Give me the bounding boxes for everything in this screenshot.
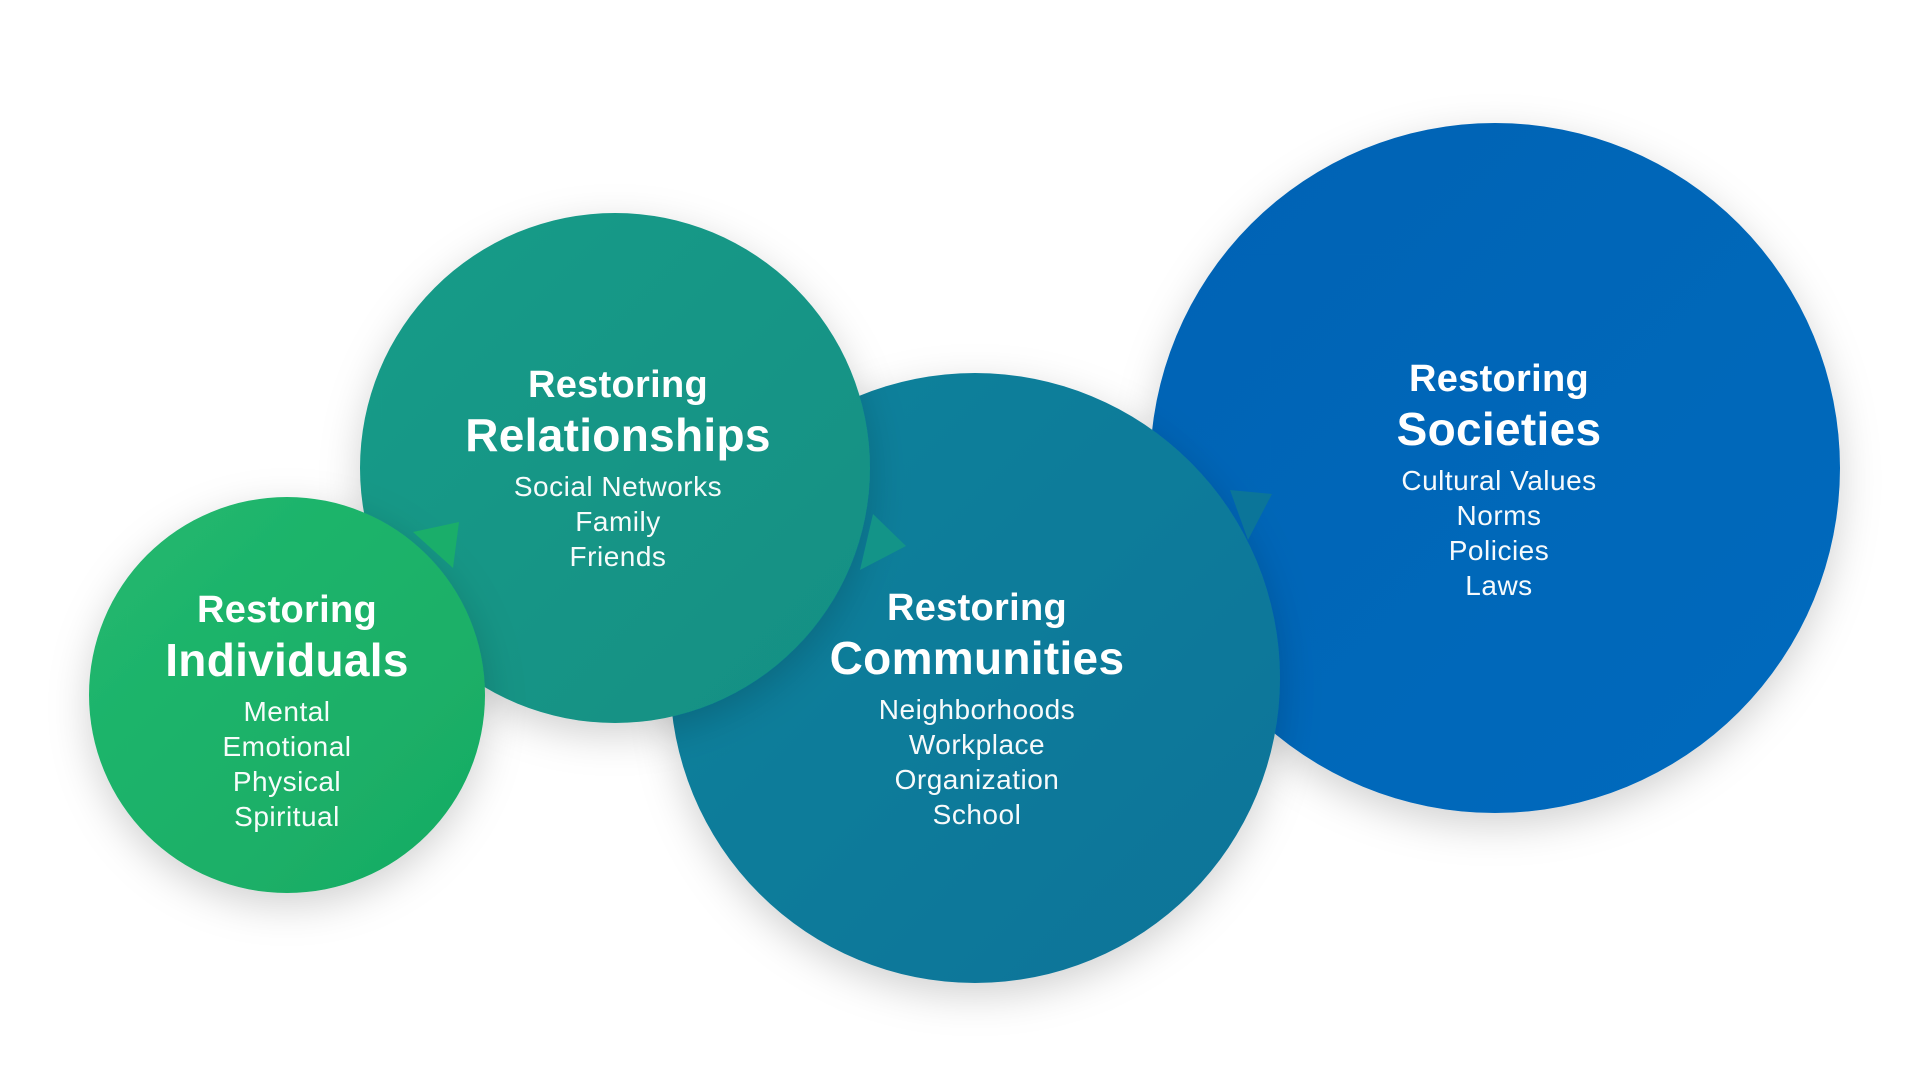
stage-label-societies: Restoring Societies Cultural Values Norm…: [1397, 357, 1602, 603]
stage-prefix: Restoring: [196, 589, 378, 631]
stage-item: School: [932, 799, 1022, 830]
stage-item: Social Networks: [513, 471, 723, 502]
circle-relationships: [360, 213, 870, 723]
stage-prefix: Restoring: [886, 587, 1068, 629]
stage-item: Cultural Values: [1401, 465, 1597, 496]
stage-item: Neighborhoods: [878, 694, 1076, 725]
stage-item-list: Social Networks Family Friends: [465, 469, 771, 574]
stage-label-individuals: Restoring Individuals Mental Emotional P…: [165, 588, 409, 834]
arrow-individuals-to-relationships: [413, 522, 459, 568]
stage-item-list: Neighborhoods Workplace Organization Sch…: [830, 692, 1125, 832]
stage-item: Physical: [232, 766, 342, 797]
stage-title: Individuals: [165, 634, 409, 686]
stage-prefix: Restoring: [1408, 358, 1590, 400]
stage-item: Spiritual: [234, 801, 340, 832]
stage-item: Laws: [1465, 570, 1533, 601]
stage-item: Norms: [1456, 500, 1542, 531]
circle-societies: [1150, 123, 1840, 813]
stage-item-list: Cultural Values Norms Policies Laws: [1397, 463, 1602, 603]
stage-item: Emotional: [222, 731, 352, 762]
arrow-relationships-to-communities: [860, 514, 906, 570]
stage-label-relationships: Restoring Relationships Social Networks …: [465, 363, 771, 574]
stage-title: Societies: [1396, 403, 1602, 455]
circle-individuals: [89, 497, 485, 893]
stage-item: Mental: [243, 696, 331, 727]
stage-title: Relationships: [465, 409, 771, 461]
stage-item-list: Mental Emotional Physical Spiritual: [165, 694, 409, 834]
stage-item: Family: [575, 506, 661, 537]
arrow-communities-to-societies: [1230, 490, 1272, 540]
stage-label-communities: Restoring Communities Neighborhoods Work…: [830, 586, 1125, 832]
stage-title: Communities: [829, 632, 1125, 684]
stage-item: Policies: [1448, 535, 1550, 566]
stage-prefix: Restoring: [527, 364, 709, 406]
stage-item: Workplace: [908, 729, 1046, 760]
stage-item: Organization: [894, 764, 1060, 795]
stage-item: Friends: [569, 541, 667, 572]
